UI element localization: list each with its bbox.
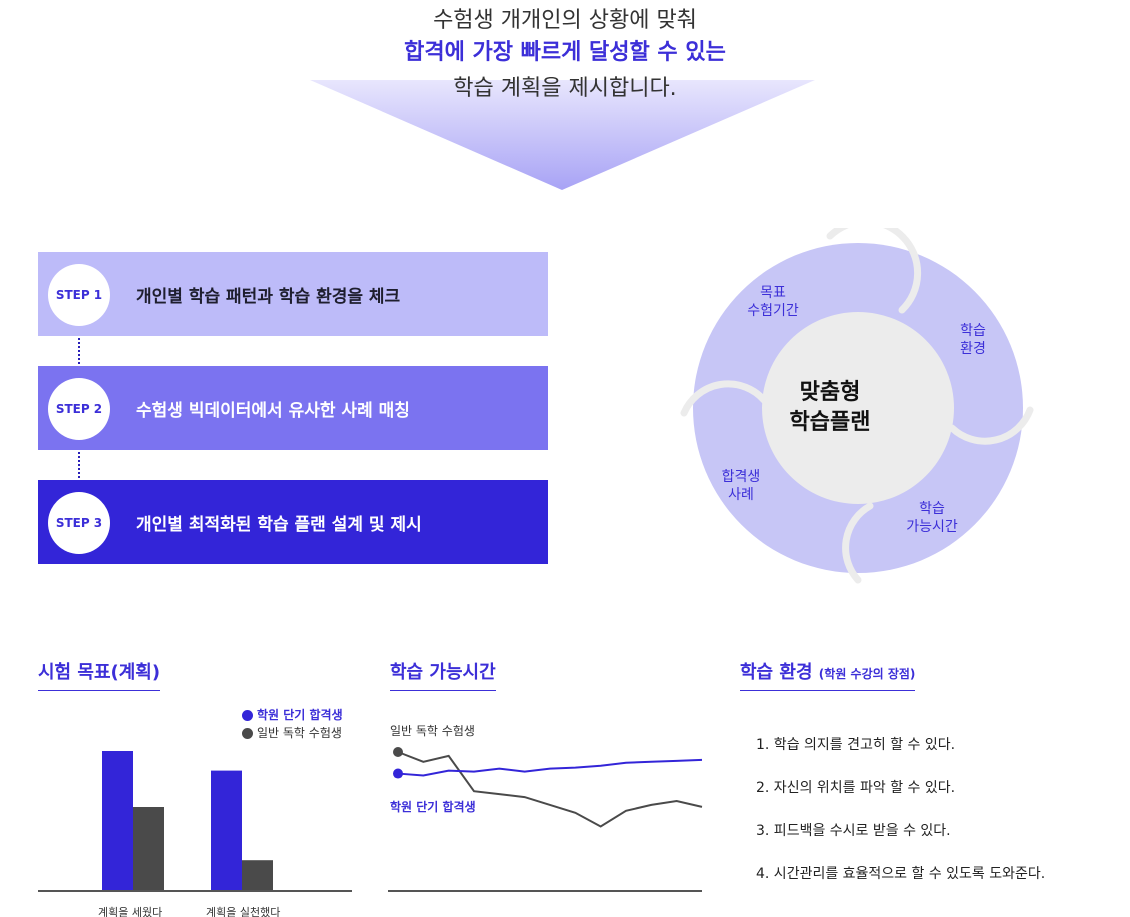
section-title-environment-sub: (학원 수강의 장점) [818, 667, 916, 681]
cycle-label-line: 수험기간 [747, 303, 799, 319]
bar-academy [102, 751, 133, 891]
step-connector [78, 326, 80, 376]
cycle-label-line: 학습 [960, 323, 986, 339]
line-series-self-study [397, 751, 703, 828]
list-item: 4. 시간관리를 효율적으로 할 수 있도록 도와준다. [756, 866, 1046, 882]
step-1-panel: STEP 1 개인별 학습 패턴과 학습 환경을 체크 [38, 252, 548, 336]
step-1-text: 개인별 학습 패턴과 학습 환경을 체크 [136, 287, 401, 307]
step-2-panel: STEP 2 수험생 빅데이터에서 유사한 사례 매칭 [38, 366, 548, 450]
line-series-academy [397, 758, 703, 777]
step-3-badge: STEP 3 [48, 492, 110, 554]
step-3-panel: STEP 3 개인별 최적화된 학습 플랜 설계 및 제시 [38, 480, 548, 564]
legend-dot-icon [242, 709, 253, 721]
cycle-label-time: 학습 가능시간 [896, 500, 968, 536]
cycle-divider [948, 406, 1034, 445]
line-start-point [393, 768, 403, 779]
list-item: 1. 학습 의지를 견고히 할 수 있다. [756, 737, 956, 753]
step-connector [78, 440, 80, 490]
cycle-label-goal: 목표 수험기간 [740, 284, 806, 320]
line-start-point [393, 747, 403, 757]
section-title-goal: 시험 목표(계획) [38, 658, 161, 691]
step-2-text: 수험생 빅데이터에서 유사한 사례 매칭 [136, 401, 410, 421]
legend-label: 학원 단기 합격생 [257, 708, 343, 722]
section-title-time: 학습 가능시간 [390, 658, 496, 691]
bar-category-label: 계획을 세웠다 [98, 906, 163, 917]
step-1-badge: STEP 1 [48, 264, 110, 326]
section-title-environment: 학습 환경 (학원 수강의 장점) [740, 658, 916, 691]
cycle-divider [826, 228, 922, 314]
bar-academy [211, 770, 242, 891]
cycle-divider [842, 502, 874, 584]
cycle-label-line: 목표 [760, 285, 786, 301]
hero-line-1: 수험생 개개인의 상황에 맞춰 [433, 8, 697, 33]
cycle-center-title: 맞춤형 학습플랜 [760, 378, 900, 438]
line-series-label-gray: 일반 독학 수험생 [390, 724, 475, 738]
bar-chart [38, 751, 352, 892]
cycle-label-line: 학습 [919, 501, 945, 517]
legend-label: 일반 독학 수험생 [257, 726, 342, 740]
hero-arrow-graphic [310, 80, 815, 190]
cycle-label-line: 환경 [960, 341, 986, 357]
cycle-label-line: 사례 [728, 487, 754, 503]
cycle-label-line: 합격생 [721, 469, 761, 485]
environment-list: 1. 학습 의지를 견고히 할 수 있다. 2. 자신의 위치를 파악 할 수 … [756, 734, 1045, 906]
legend-dot-icon [242, 727, 253, 739]
list-item: 3. 피드백을 수시로 받을 수 있다. [756, 823, 951, 839]
step-3-text: 개인별 최적화된 학습 플랜 설계 및 제시 [136, 515, 422, 535]
line-chart [388, 747, 703, 892]
hero-line-3: 학습 계획을 제시합니다. [453, 76, 677, 101]
cycle-center-line: 학습플랜 [789, 410, 871, 435]
hero-section: 수험생 개개인의 상황에 맞춰 합격에 가장 빠르게 달성할 수 있는 학습 계… [0, 0, 1130, 200]
bar-self-study [242, 860, 273, 891]
cycle-diagram [680, 228, 1034, 584]
cycle-label-cases: 합격생 사례 [710, 468, 772, 504]
cycle-label-environment: 학습 환경 [946, 322, 1000, 358]
cycle-label-line: 가능시간 [906, 519, 958, 535]
cycle-center-line: 맞춤형 [799, 380, 861, 405]
cycle-divider [680, 380, 768, 417]
legend-item: 학원 단기 합격생 [242, 706, 343, 724]
legend-item: 일반 독학 수험생 [242, 724, 343, 742]
list-item: 2. 자신의 위치를 파악 할 수 있다. [756, 780, 956, 796]
step-2-badge: STEP 2 [48, 378, 110, 440]
cycle-center-circle [762, 312, 954, 504]
hero-line-2: 합격에 가장 빠르게 달성할 수 있는 [404, 40, 726, 65]
bar-self-study [133, 807, 164, 891]
section-title-environment-main: 학습 환경 [740, 662, 813, 683]
line-series-label-blue: 학원 단기 합격생 [390, 800, 476, 814]
bar-category-label: 계획을 실천했다 [206, 906, 281, 917]
bar-chart-legend: 학원 단기 합격생 일반 독학 수험생 [242, 706, 343, 742]
